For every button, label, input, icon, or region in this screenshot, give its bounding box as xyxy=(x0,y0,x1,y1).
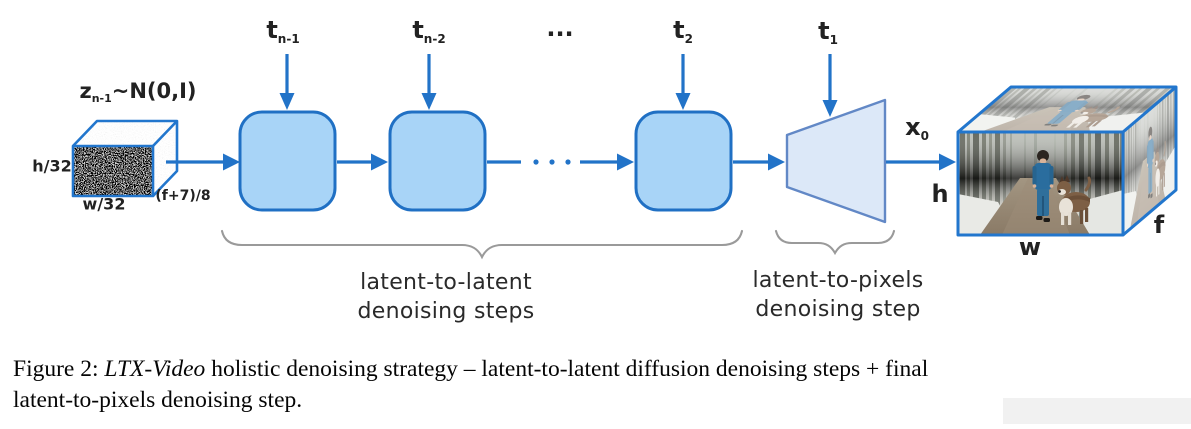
latent-symbol-subscript: n-1 xyxy=(91,92,112,105)
output-symbol-subscript: 0 xyxy=(920,129,929,143)
caption-figure-number: Figure 2: xyxy=(13,356,105,382)
caption-model-name: LTX-Video xyxy=(104,356,206,382)
timestep-arrows xyxy=(279,54,838,117)
timestep-label-tn2: tn-2 xyxy=(412,16,445,46)
timestep-base: t xyxy=(818,17,830,45)
denoising-pipeline-diagram xyxy=(71,54,1178,260)
output-symbol: x xyxy=(905,113,921,141)
annotation-line: latent-to-latent xyxy=(360,270,532,295)
noise-latent-cube xyxy=(71,119,179,198)
latent-to-latent-annotation: latent-to-latent denoising steps xyxy=(357,268,534,326)
annotation-line: denoising steps xyxy=(357,299,535,324)
corner-highlight xyxy=(1003,398,1191,424)
video-width-label: w xyxy=(1018,233,1042,261)
flow-arrows xyxy=(166,153,956,171)
timestep-label-t1: t1 xyxy=(818,17,838,47)
denoiser-box-3 xyxy=(634,110,733,212)
latent-frames-label: (f+7)/8 xyxy=(155,188,211,204)
caption-text-line2: latent-to-pixels denoising step. xyxy=(13,387,303,413)
latent-steps-brace xyxy=(220,229,744,260)
video-frames-label: f xyxy=(1153,211,1165,239)
denoiser-box-1 xyxy=(238,110,337,212)
latent-distribution-text: ~N(0,I) xyxy=(111,79,197,103)
timestep-subscript: n-2 xyxy=(423,32,446,46)
timestep-subscript: 1 xyxy=(829,33,838,47)
timestep-label-tn1: tn-1 xyxy=(266,16,299,46)
annotation-line: latent-to-pixels xyxy=(752,268,924,293)
latent-to-pixels-annotation: latent-to-pixels denoising step xyxy=(752,266,923,324)
latent-distribution-label: zn-1~N(0,I) xyxy=(79,79,196,105)
timestep-subscript: 2 xyxy=(684,32,693,46)
timestep-subscript: n-1 xyxy=(277,32,300,46)
latent-symbol: z xyxy=(79,79,92,103)
timestep-ellipsis: ... xyxy=(546,14,574,42)
figure-caption: Figure 2: LTX-Video holistic denoising s… xyxy=(13,354,1185,416)
timestep-base: t xyxy=(673,16,685,44)
latent-height-label: h/32 xyxy=(32,156,72,176)
video-output-cube xyxy=(956,85,1178,237)
timestep-label-t2: t2 xyxy=(673,16,693,46)
caption-text-line1: holistic denoising strategy – latent-to-… xyxy=(205,356,929,382)
annotation-line: denoising step xyxy=(755,297,921,322)
denoiser-box-2 xyxy=(388,110,487,212)
pixels-step-brace xyxy=(774,229,896,256)
latent-width-label: w/32 xyxy=(82,194,126,214)
timestep-base: t xyxy=(412,16,424,44)
video-height-label: h xyxy=(931,180,949,208)
latent-to-pixels-decoder-trapezoid xyxy=(785,98,887,224)
timestep-base: t xyxy=(266,16,278,44)
output-x0-label: x0 xyxy=(905,113,929,143)
